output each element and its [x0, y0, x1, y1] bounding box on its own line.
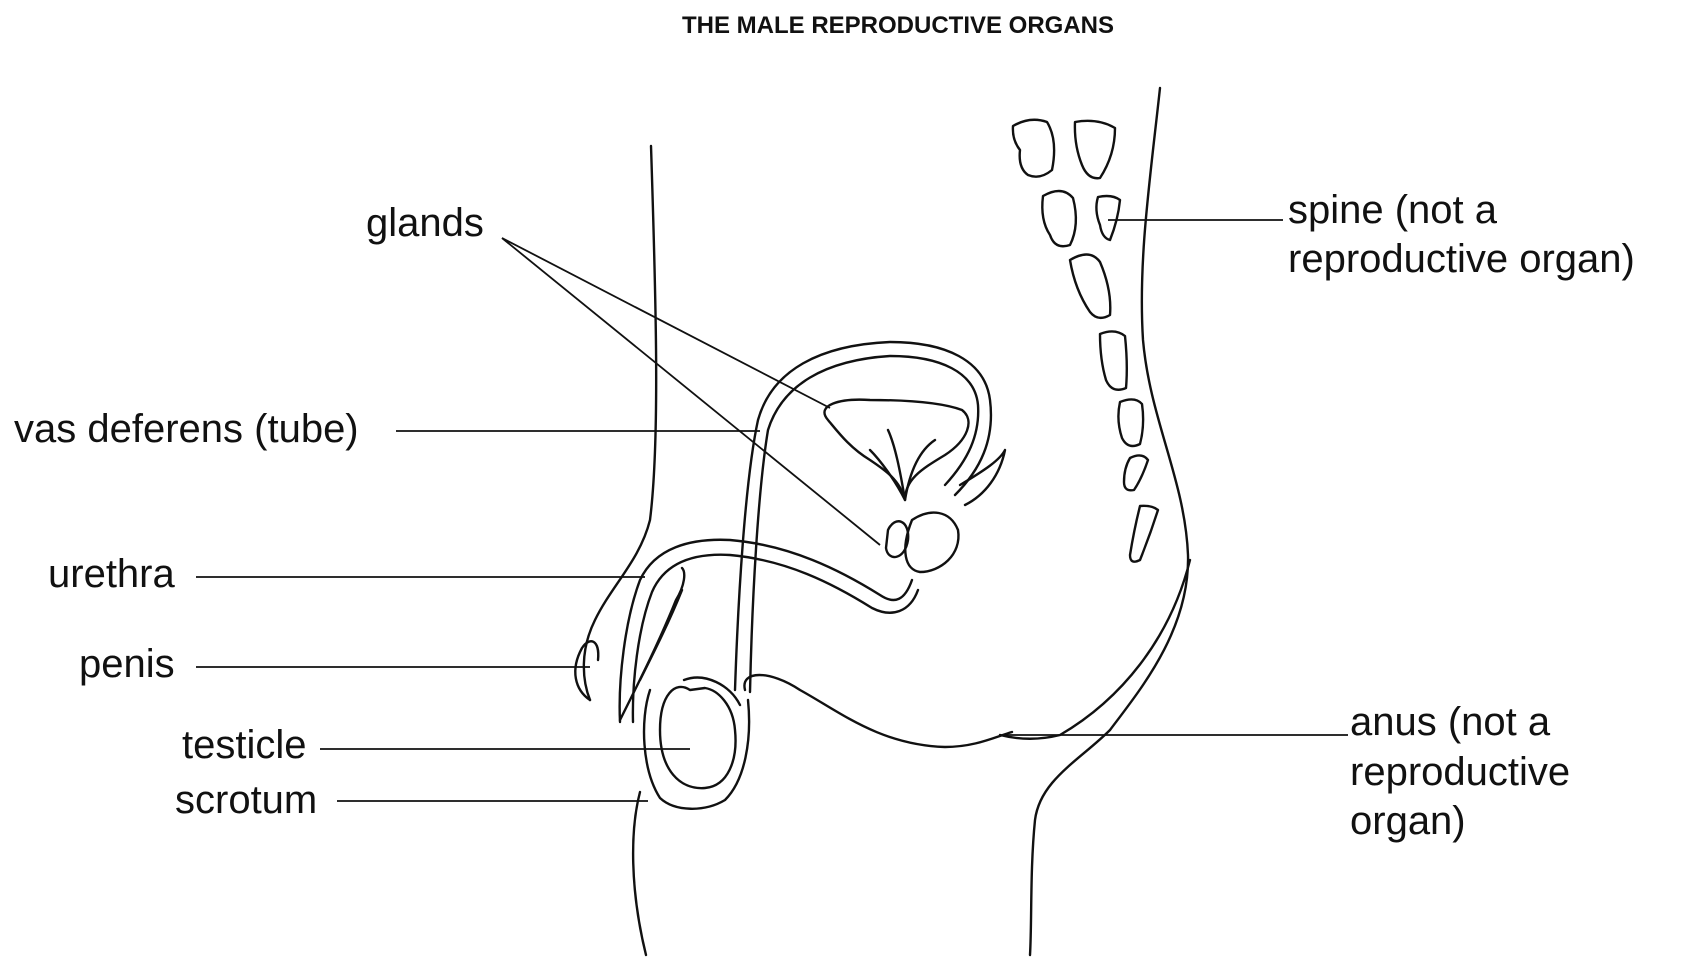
internal-organs	[575, 342, 1005, 809]
glands-leader-2	[502, 238, 880, 545]
spine-vertebrae	[1013, 120, 1158, 562]
label-glands: glands	[366, 201, 484, 245]
label-spine-line1: spine (not a	[1288, 188, 1498, 232]
glands-leader-1	[502, 238, 830, 408]
vertebra	[1124, 455, 1148, 490]
label-testicle: testicle	[182, 723, 307, 767]
diagram-title: THE MALE REPRODUCTIVE ORGANS	[682, 12, 1114, 39]
label-urethra: urethra	[48, 552, 175, 596]
vas-deferens-outer	[735, 342, 991, 690]
vertebra	[1130, 506, 1158, 562]
vertebra	[1070, 254, 1110, 317]
label-penis: penis	[79, 642, 175, 686]
back-outline	[1030, 88, 1188, 955]
body-outline	[584, 88, 1190, 955]
penis-shaft-inner-2	[640, 590, 682, 680]
label-spine-line2: reproductive organ)	[1288, 237, 1635, 281]
thigh-outline	[633, 792, 646, 955]
testicle-shape	[660, 687, 736, 788]
vertebra	[1100, 331, 1127, 389]
label-anus-line3: organ)	[1350, 799, 1466, 843]
label-anus-line1: anus (not a	[1350, 700, 1551, 744]
vertebra	[1013, 120, 1054, 177]
rectum-outline	[1000, 560, 1190, 739]
label-vas-deferens: vas deferens (tube)	[14, 407, 359, 451]
prostate	[905, 513, 958, 572]
gland-ducts	[870, 430, 935, 500]
vertebra	[1118, 399, 1143, 446]
leader-lines	[196, 220, 1348, 801]
perineum-outline	[744, 675, 1012, 747]
label-anus-line2: reproductive	[1350, 750, 1570, 794]
bulbourethral-gland	[886, 521, 908, 557]
vertebra	[1096, 196, 1120, 240]
label-scrotum: scrotum	[175, 778, 317, 822]
labels: glands vas deferens (tube) urethra penis…	[14, 188, 1635, 843]
vertebra	[1042, 191, 1076, 246]
vertebra	[1075, 121, 1115, 178]
urethra-inner	[633, 555, 918, 722]
